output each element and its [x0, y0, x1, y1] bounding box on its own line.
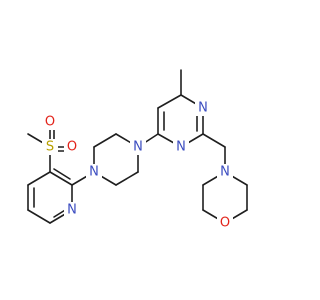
sulfonyl-s-label: S [46, 140, 54, 155]
molecule-diagram: N N N O N N N S O O [27, 69, 248, 231]
bond [27, 209, 51, 224]
sulfonyl-o-right-label: O [67, 140, 77, 155]
pyridine-n-label: N [67, 203, 77, 218]
bond [202, 133, 226, 148]
bond [157, 94, 182, 109]
piperazine-n-left-label: N [89, 165, 99, 180]
morpholine-o-label: O [220, 216, 230, 231]
bond [27, 171, 51, 186]
sulfonyl-o-top-label: O [45, 115, 55, 130]
bond [93, 133, 117, 148]
pyrimidine-n-bottom-label: N [176, 140, 186, 155]
piperazine-ring [93, 133, 159, 186]
piperazine-n-right-label: N [133, 140, 143, 155]
atom-labels: N N N O N N N S O O [42, 100, 233, 231]
bond [49, 171, 73, 186]
morpholine-n-label: N [220, 165, 230, 180]
bond [115, 171, 139, 186]
structure-svg: N N N O N N N S O O [27, 69, 248, 231]
pyrimidine-n-top-label: N [198, 101, 208, 116]
bond [53, 168, 71, 180]
pyridine-ring [27, 168, 95, 224]
